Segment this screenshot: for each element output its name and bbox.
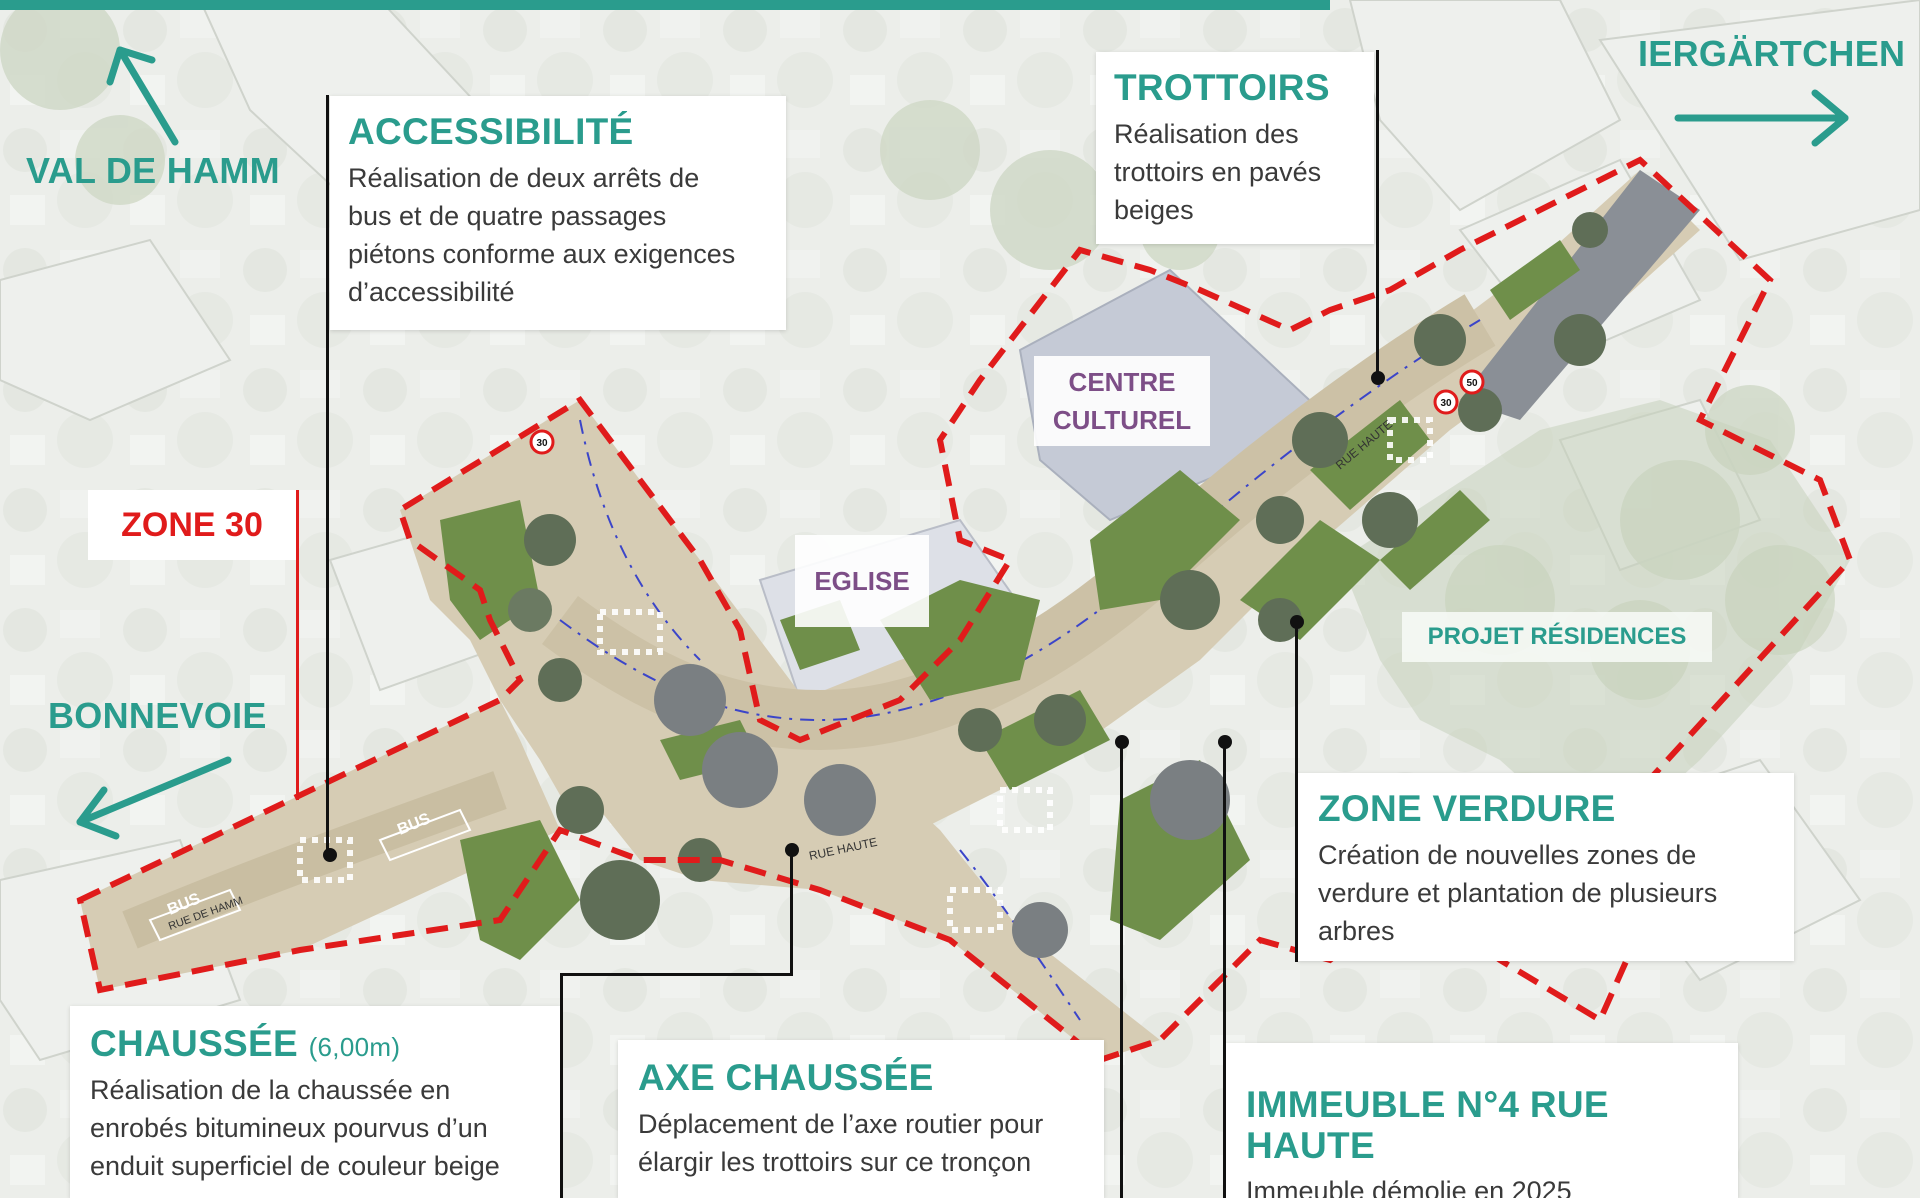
leader-line-immeuble <box>1223 742 1226 1198</box>
arrow-bonnevoie-icon <box>76 756 232 840</box>
card-zone-verdure-line-2: verdure et plantation de plusieurs <box>1318 877 1718 908</box>
leader-line-zone30 <box>296 490 299 800</box>
speed-sign-30-west-text: 30 <box>536 438 548 449</box>
card-axe-chaussee: AXE CHAUSSÉE Déplacement de l’axe routie… <box>618 1040 1104 1198</box>
card-axe-chaussee-title: AXE CHAUSSÉE <box>638 1057 934 1098</box>
leader-line-accessibilite <box>326 95 329 855</box>
card-trottoirs-title: TROTTOIRS <box>1114 67 1330 108</box>
label-val-de-hamm: VAL DE HAMM <box>26 150 280 191</box>
card-zone-verdure-title: ZONE VERDURE <box>1318 788 1616 829</box>
card-accessibilite-line-2: bus et de quatre passages <box>348 200 667 231</box>
card-chaussee-title: CHAUSSÉE (6,00m) <box>90 1023 540 1065</box>
card-accessibilite-line-4: d’accessibilité <box>348 276 515 307</box>
card-chaussee-line-3: enduit superficiel de couleur beige <box>90 1150 500 1181</box>
card-axe-chaussee-line-1: Déplacement de l’axe routier pour <box>638 1108 1044 1139</box>
zone30-label: ZONE 30 <box>88 490 296 560</box>
card-chaussee-subtitle: (6,00m) <box>308 1032 401 1062</box>
card-immeuble-title: IMMEUBLE N°4 RUE HAUTE <box>1246 1084 1609 1166</box>
card-chaussee-line-1: Réalisation de la chaussée en <box>90 1074 451 1105</box>
card-zone-verdure: ZONE VERDURE Création de nouvelles zones… <box>1298 773 1794 961</box>
card-trottoirs-line-3: beiges <box>1114 194 1194 225</box>
card-trottoirs: TROTTOIRS Réalisation des trottoirs en p… <box>1096 52 1374 244</box>
speed-sign-50-east: 50 <box>1459 369 1485 395</box>
pedestrian-crossings <box>297 417 1433 933</box>
card-chaussee-line-2: enrobés bitumineux pourvus d’un <box>90 1112 488 1143</box>
speed-sign-30-east-text: 30 <box>1440 398 1452 409</box>
card-immeuble-line-1: Immeuble démolie en 2025 <box>1246 1176 1572 1198</box>
eglise-label: EGLISE <box>795 535 929 627</box>
card-accessibilite-line-1: Réalisation de deux arrêts de <box>348 162 700 193</box>
card-trottoirs-line-1: Réalisation des <box>1114 118 1299 149</box>
card-immeuble: IMMEUBLE N°4 RUE HAUTE Immeuble démolie … <box>1226 1043 1738 1198</box>
arrow-val-de-hamm-icon <box>106 46 179 146</box>
leader-line-chaussee-h <box>560 973 793 976</box>
centre-culturel-line-2: CULTUREL <box>1052 405 1192 435</box>
card-chaussee: CHAUSSÉE (6,00m) Réalisation de la chaus… <box>70 1006 560 1198</box>
speed-sign-30-east: 30 <box>1433 389 1459 415</box>
card-trottoirs-line-2: trottoirs en pavés <box>1114 156 1322 187</box>
card-chaussee-text: Réalisation de la chaussée en enrobés bi… <box>90 1071 540 1185</box>
leader-line-chaussee <box>790 850 793 975</box>
label-iergartchen: IERGÄRTCHEN <box>1638 33 1906 74</box>
card-zone-verdure-text: Création de nouvelles zones de verdure e… <box>1318 836 1774 950</box>
leader-line-axe <box>1120 742 1123 1198</box>
projet-residences-label: PROJET RÉSIDENCES <box>1402 612 1712 662</box>
bus-stop-markings <box>148 808 472 942</box>
card-chaussee-title-text: CHAUSSÉE <box>90 1023 298 1064</box>
card-zone-verdure-line-3: arbres <box>1318 915 1395 946</box>
centre-culturel-label: CENTRE CULTUREL <box>1034 356 1210 446</box>
card-axe-chaussee-line-2: élargir les trottoirs sur ce tronçon <box>638 1146 1032 1177</box>
label-bonnevoie: BONNEVOIE <box>48 695 267 736</box>
centre-culturel-line-1: CENTRE <box>1068 367 1176 397</box>
arrow-iergartchen-icon <box>1674 89 1849 147</box>
header-strip <box>0 0 1330 10</box>
card-immeuble-text: Immeuble démolie en 2025 <box>1246 1172 1718 1198</box>
card-accessibilite-line-3: piétons conforme aux exigences <box>348 238 736 269</box>
card-accessibilite-text: Réalisation de deux arrêts de bus et de … <box>348 159 768 311</box>
new-trees <box>508 212 1608 958</box>
leader-line-chaussee-v2 <box>560 973 563 1198</box>
card-axe-chaussee-text: Déplacement de l’axe routier pour élargi… <box>638 1105 1084 1181</box>
leader-line-zone-verdure <box>1295 622 1298 962</box>
card-accessibilite: ACCESSIBILITÉ Réalisation de deux arrêts… <box>330 96 786 330</box>
card-accessibilite-title: ACCESSIBILITÉ <box>348 111 634 152</box>
speed-sign-30-west: 30 <box>529 429 555 455</box>
leader-line-trottoirs <box>1376 50 1379 380</box>
speed-sign-50-east-text: 50 <box>1466 378 1478 389</box>
card-trottoirs-text: Réalisation des trottoirs en pavés beige… <box>1114 115 1356 229</box>
card-zone-verdure-line-1: Création de nouvelles zones de <box>1318 839 1697 870</box>
project-boundary <box>76 156 1854 1064</box>
